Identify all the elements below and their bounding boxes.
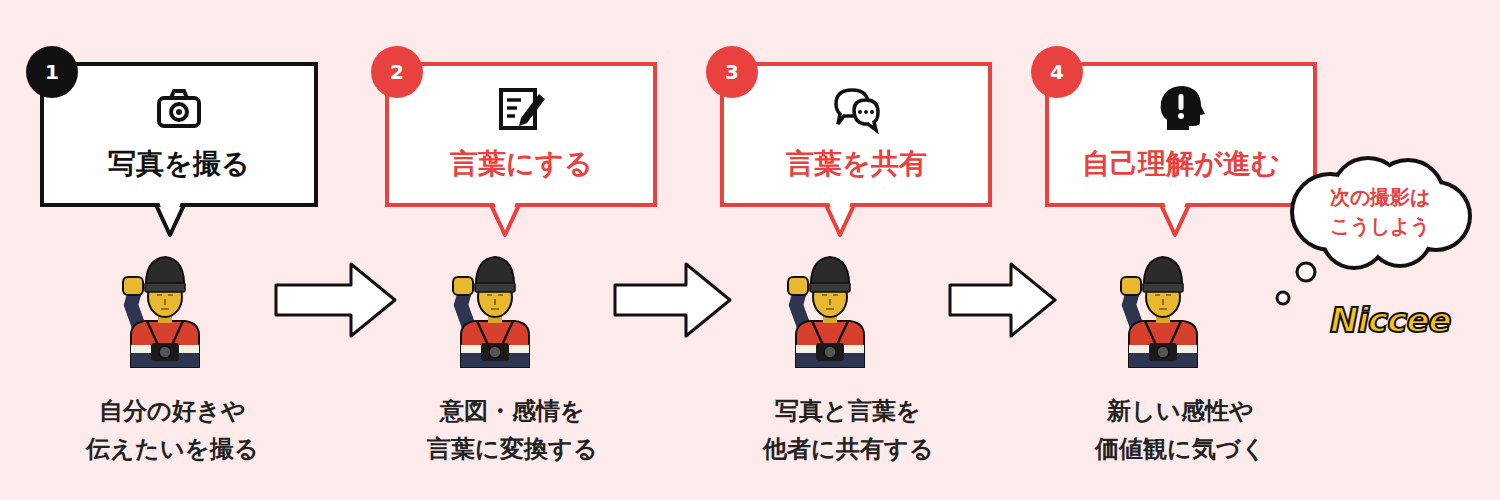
- step-title: 写真を撮る: [108, 147, 250, 181]
- step-caption: 写真と言葉を 他者に共有する: [723, 392, 973, 469]
- flow-arrow: [276, 264, 395, 336]
- tail-outline: [1161, 205, 1189, 235]
- flow-arrow: [950, 264, 1055, 336]
- thought-dot: [1297, 263, 1315, 281]
- step-title: 言葉を共有: [786, 147, 927, 181]
- step-icon: [1155, 82, 1207, 134]
- speech-box: 自己理解が進む: [1045, 62, 1317, 207]
- photographer-figure: [788, 257, 864, 367]
- photographer-figure: [1121, 257, 1197, 367]
- tail-outline: [826, 205, 854, 235]
- step-caption: 自分の好きや 伝えたいを撮る: [47, 392, 297, 469]
- speech-tail: [826, 203, 854, 239]
- step-icon: [830, 82, 882, 134]
- step-icon: [153, 82, 205, 134]
- step-icon: [495, 82, 547, 134]
- speech-box: 言葉を共有: [720, 62, 992, 207]
- tail-outline: [156, 205, 184, 235]
- callout-number: 4: [1031, 46, 1083, 98]
- flow-arrow: [615, 264, 730, 336]
- step-caption: 意図・感情を 言葉に変換する: [387, 392, 637, 469]
- speech-tail: [491, 203, 519, 239]
- step-title: 自己理解が進む: [1082, 147, 1280, 181]
- callout-number: 2: [371, 46, 423, 98]
- callout-number: 3: [706, 46, 758, 98]
- step-title: 言葉にする: [450, 147, 593, 181]
- cloud-outline: [1290, 160, 1470, 264]
- speech-tail: [156, 203, 184, 239]
- step-caption: 新しい感性や 価値観に気づく: [1055, 392, 1305, 469]
- speech-tail: [1161, 203, 1189, 239]
- thought-dot: [1277, 292, 1289, 304]
- callout-number: 1: [26, 46, 78, 98]
- tail-outline: [491, 205, 519, 235]
- speech-box: 写真を撮る: [40, 62, 318, 207]
- speech-box: 言葉にする: [385, 62, 657, 207]
- thought-bubble: 次の撮影は こうしよう: [1290, 160, 1470, 264]
- photographer-figure: [123, 257, 199, 367]
- thought-text: 次の撮影は こうしよう: [1310, 183, 1450, 241]
- photographer-figure: [453, 257, 529, 367]
- brand-logo: Niccee: [1330, 300, 1451, 340]
